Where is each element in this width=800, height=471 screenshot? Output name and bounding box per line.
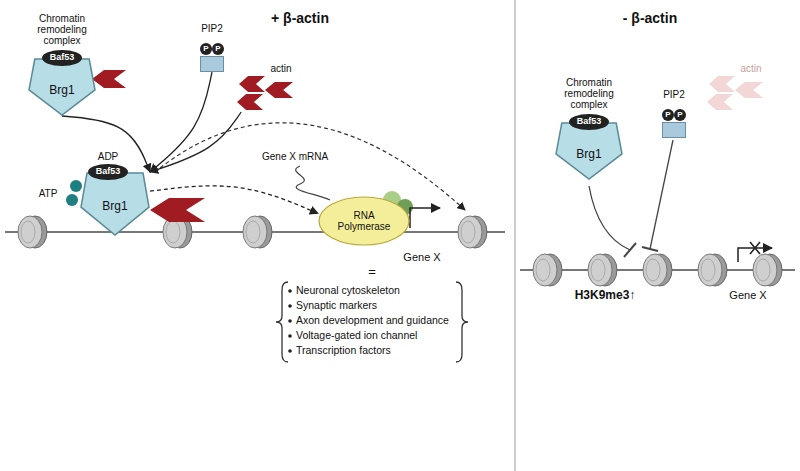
actin-icon: actin [235, 62, 297, 112]
inhibition-bar [642, 247, 658, 251]
node-outline [662, 122, 686, 138]
gene-label: Gene X [392, 250, 452, 264]
baf53-subunit: Baf53 [569, 114, 609, 130]
panel-title: - β-actin [600, 10, 700, 28]
remodeling-complex: Chromatin remodeling complexBrg1Baf53 [28, 58, 96, 116]
transcription-arrow [410, 208, 440, 228]
mrna-strand [296, 166, 330, 200]
bound-complex: Brg1Baf53 [80, 172, 150, 236]
node-outline [200, 56, 224, 72]
baf53-subunit: Baf53 [88, 164, 128, 180]
arrow [62, 116, 150, 172]
inhibition-line [589, 186, 630, 250]
brace [456, 282, 468, 362]
node-label: Brg1 [80, 192, 150, 222]
baf53-subunit: Baf53 [42, 50, 82, 66]
bullets [288, 289, 292, 353]
actin-bound [150, 198, 205, 222]
brace [276, 282, 288, 362]
mrna-label: Gene X mRNA [262, 150, 352, 162]
node-label: Baf53 [88, 164, 128, 180]
panel-title: + β-actin [250, 10, 350, 28]
rna-polymerase: RNA Polymerase [318, 196, 410, 246]
nucleotide-label: ADP [96, 150, 120, 162]
node-label: Baf53 [569, 114, 609, 130]
node-label: actin [735, 62, 767, 74]
remodeling-complex: Chromatin remodeling complexBrg1Baf53 [555, 122, 623, 180]
nucleotide-label: ATP [34, 187, 62, 199]
block-cross [750, 242, 760, 254]
node-label: Baf53 [42, 50, 82, 66]
actin-bound [92, 70, 126, 88]
gene-class-item: Transcription factors [296, 344, 456, 358]
histone-mark: H3K9me3↑ [555, 288, 655, 304]
phosphate [662, 109, 674, 121]
arrow [150, 112, 241, 172]
phosphate-label: P [212, 43, 224, 55]
gene-class-item: Neuronal cytoskeleton [296, 284, 456, 298]
gene-class-item: Axon development and guidance [296, 314, 456, 328]
node-label: Brg1 [555, 140, 623, 170]
phosphate-label: P [674, 109, 686, 121]
atp-ball [66, 194, 78, 206]
gene-class-item: Synaptic markers [296, 299, 456, 313]
equals-sign: = [360, 264, 384, 280]
transcription-arrow [738, 248, 772, 262]
node-label: RNA Polymerase [326, 204, 402, 238]
atp-ball [70, 180, 82, 192]
phosphate [212, 43, 224, 55]
pip2-icon: PIP2 [200, 56, 224, 72]
dashed-arrow [160, 123, 465, 210]
node-label: actin [265, 62, 297, 74]
node-label: Brg1 [28, 76, 96, 106]
node-heading: Chromatin remodeling complex [551, 76, 627, 110]
gene-label: Gene X [718, 288, 778, 302]
node-label: PIP2 [652, 88, 696, 100]
phosphate [674, 109, 686, 121]
phosphate-label: P [200, 43, 212, 55]
panel-divider [514, 0, 516, 471]
node-heading: Chromatin remodeling complex [24, 12, 100, 46]
inhibition-line [650, 140, 673, 249]
inhibition-bar [624, 243, 636, 257]
gene-class-item: Voltage-gated ion channel [296, 329, 456, 343]
phosphate [200, 43, 212, 55]
arrow [150, 72, 212, 172]
pip2-icon: PIP2 [662, 122, 686, 138]
actin-icon: actin [705, 62, 767, 112]
phosphate-label: P [662, 109, 674, 121]
dashed-arrow [150, 186, 318, 214]
node-label: PIP2 [190, 22, 234, 34]
